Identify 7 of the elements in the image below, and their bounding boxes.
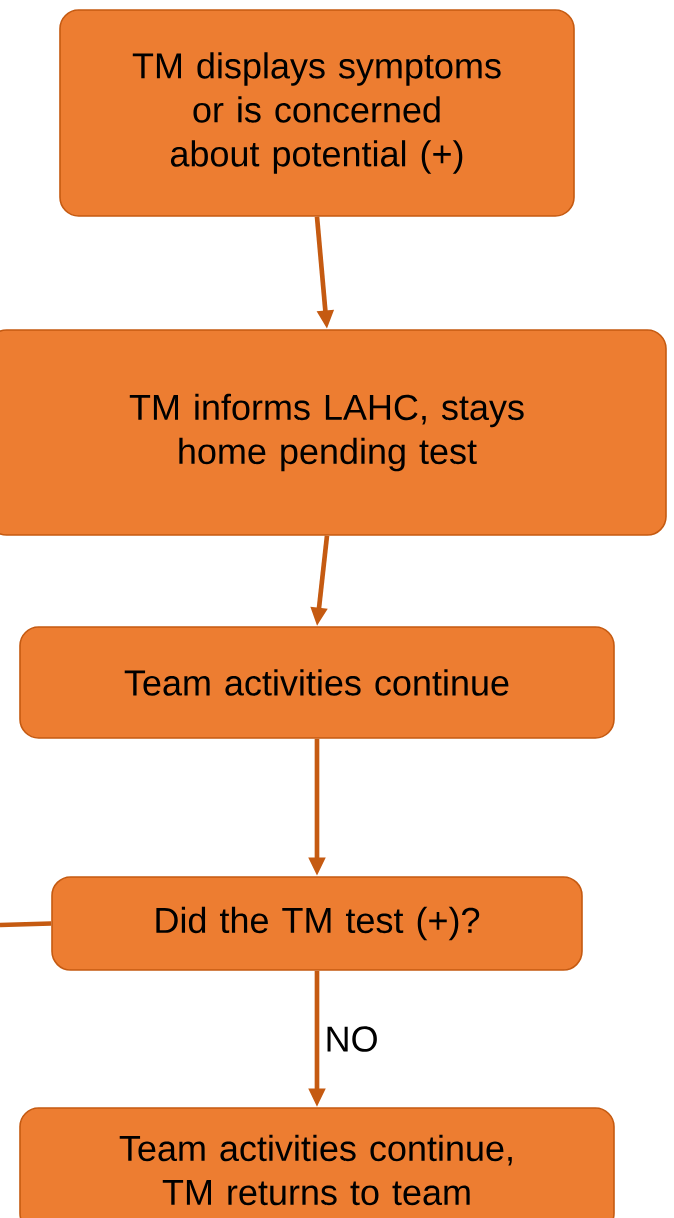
process-box: Team activities continue: [19, 626, 615, 739]
process-box: Team activities continue, TM returns to team: [19, 1107, 615, 1218]
connector-line: [0, 921, 52, 928]
edge-label: NO: [323, 1024, 380, 1054]
process-box: TM displays symptoms or is concerned about potential (+): [59, 9, 575, 217]
process-box: Did the TM test (+)?: [51, 876, 583, 971]
process-box: TM informs LAHC, stays home pending test: [0, 329, 667, 536]
